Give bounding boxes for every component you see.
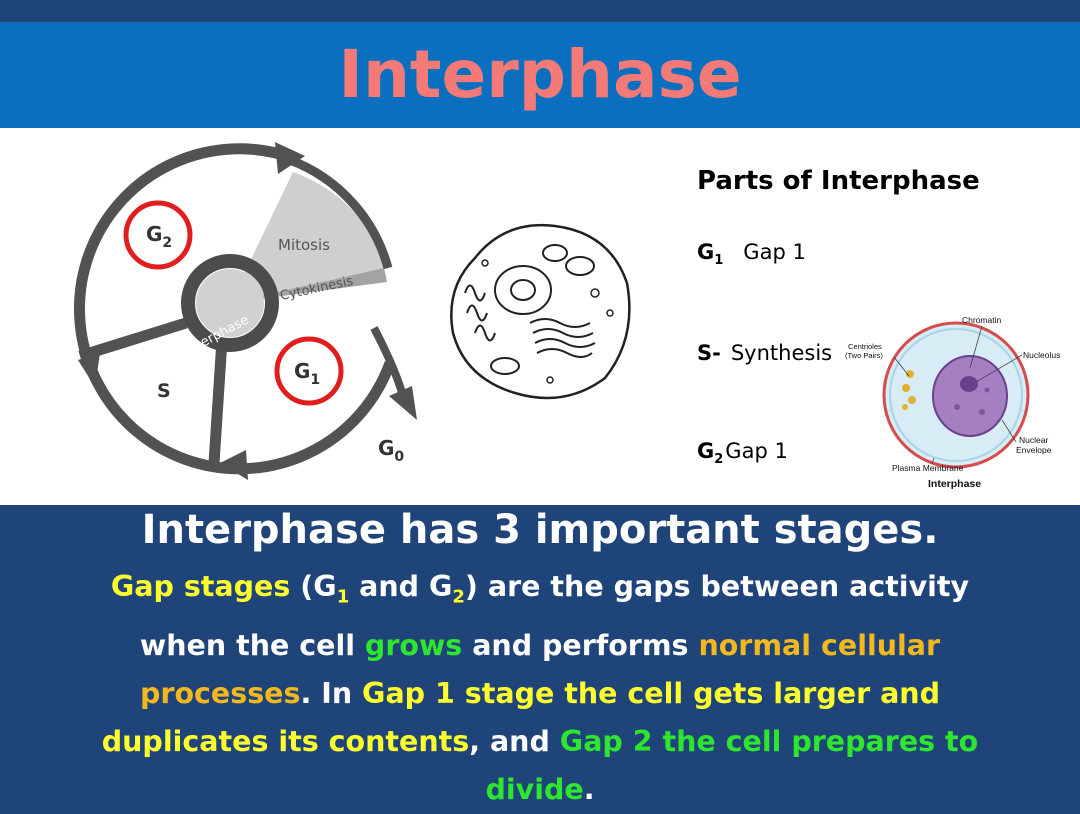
cell-cycle-diagram: G2 G1 S G0 Mitosis Cytokinesis Interphas… bbox=[73, 142, 417, 480]
cycle-ring-top bbox=[288, 155, 393, 270]
text-in: . In bbox=[300, 676, 363, 710]
parts-g2-row: G2Gap 1 bbox=[697, 439, 788, 467]
er-folds-2 bbox=[464, 284, 496, 342]
spoke-left bbox=[78, 317, 188, 362]
parts-title: Parts of Interphase bbox=[697, 166, 980, 196]
gap-stages-paragraph: Gap stages (G1 and G2) are the gaps betw… bbox=[80, 563, 1000, 814]
text-sub2: 2 bbox=[452, 586, 465, 608]
chromatin-dot-3 bbox=[984, 387, 990, 393]
centriole-1 bbox=[906, 370, 914, 378]
text-sub1: 1 bbox=[336, 586, 350, 608]
chromatin-dot-2 bbox=[979, 409, 985, 415]
nucleolus-outline bbox=[510, 279, 536, 301]
vesicle-1 bbox=[590, 288, 600, 298]
text-comma: , and bbox=[469, 724, 560, 758]
text-and: and G bbox=[349, 570, 453, 603]
inner-ring bbox=[181, 254, 279, 352]
centrioles-pointer bbox=[893, 356, 910, 377]
envelope-pointer bbox=[1001, 419, 1017, 443]
chromatin-dot-1 bbox=[954, 404, 960, 410]
text-performs: and performs bbox=[462, 628, 699, 662]
nuclear-label: Nuclear bbox=[1019, 435, 1048, 445]
spoke-bottom bbox=[208, 339, 228, 464]
vesicle-2 bbox=[606, 309, 614, 317]
chromatin-label: Chromatin bbox=[962, 315, 1001, 325]
g1-label: G1 bbox=[294, 359, 320, 388]
text-gap-stages: Gap stages bbox=[110, 570, 291, 603]
g0-arrowhead bbox=[389, 386, 417, 420]
vesicle-4 bbox=[546, 376, 554, 384]
centriole-4 bbox=[902, 404, 908, 410]
parts-g1-letter: G bbox=[697, 240, 715, 264]
text-normal: normal cellular processes bbox=[139, 628, 941, 710]
text-close: ) bbox=[464, 570, 478, 603]
nucleolus-pointer bbox=[975, 354, 1023, 383]
parts-g1-text: Gap 1 bbox=[743, 240, 806, 264]
mitochondrion-2 bbox=[542, 244, 568, 262]
text-gap2: Gap 2 the cell prepares to divide bbox=[485, 724, 979, 806]
interphase-caption: Interphase bbox=[928, 478, 981, 490]
mitochondrion-3 bbox=[490, 357, 520, 375]
inner-core bbox=[196, 269, 264, 337]
text-grows: grows bbox=[364, 628, 463, 662]
parts-g2-letter: G bbox=[697, 439, 715, 463]
parts-s-text: Synthesis bbox=[730, 341, 833, 365]
nucleus bbox=[932, 355, 1008, 437]
g1-highlight-circle bbox=[274, 336, 344, 406]
centrioles-label: Centrioles bbox=[848, 342, 882, 351]
mitosis-label: Mitosis bbox=[278, 236, 330, 254]
page-title: Interphase bbox=[338, 36, 742, 113]
animal-cell-sketch bbox=[450, 223, 631, 400]
parts-g2-sub: 2 bbox=[714, 452, 724, 468]
g0-label: G0 bbox=[378, 436, 404, 465]
parts-g1-sub: 1 bbox=[714, 253, 724, 269]
mitochondrion-1 bbox=[565, 256, 595, 276]
text-are: are the gaps between activity when the c… bbox=[139, 570, 970, 662]
plasma-membrane-label: Plasma Membrane bbox=[892, 463, 964, 473]
centriole-2 bbox=[902, 384, 910, 392]
cell-membrane-outline bbox=[450, 223, 631, 400]
nucleolus bbox=[960, 376, 978, 392]
interphase-cell-diagram: Chromatin Centrioles (Two Pairs) Nucleol… bbox=[845, 315, 1060, 490]
text-open: (G bbox=[290, 570, 337, 603]
envelope-label: Envelope bbox=[1016, 445, 1052, 455]
arrowhead-bottom bbox=[220, 450, 248, 480]
centrioles-sub-label: (Two Pairs) bbox=[845, 351, 883, 360]
chromatin-pointer bbox=[969, 325, 983, 369]
text-gap1: Gap 1 stage the cell gets larger and dup… bbox=[101, 676, 940, 758]
g2-label: G2 bbox=[146, 222, 172, 251]
parts-s-letter: S- bbox=[697, 341, 721, 365]
nucleolus-label: Nucleolus bbox=[1023, 350, 1060, 360]
title-bar bbox=[0, 22, 1080, 128]
centriole-3 bbox=[908, 396, 916, 404]
text-end: . bbox=[583, 772, 595, 806]
mitosis-wedge bbox=[230, 172, 388, 303]
parts-g2-text: Gap 1 bbox=[725, 439, 788, 463]
arrowhead-top bbox=[275, 142, 305, 174]
er-folds-1 bbox=[529, 318, 596, 358]
s-label: S bbox=[157, 380, 171, 402]
vesicle-3 bbox=[481, 259, 489, 267]
g2-highlight-circle bbox=[123, 200, 193, 270]
cell-body-inner bbox=[889, 328, 1023, 462]
parts-s-row: S- Synthesis bbox=[697, 341, 832, 365]
membrane-pointer bbox=[931, 457, 935, 465]
parts-g1-row: G1 Gap 1 bbox=[697, 240, 806, 268]
stages-heading: Interphase has 3 important stages. bbox=[141, 507, 939, 553]
arrowhead-left bbox=[78, 353, 100, 387]
